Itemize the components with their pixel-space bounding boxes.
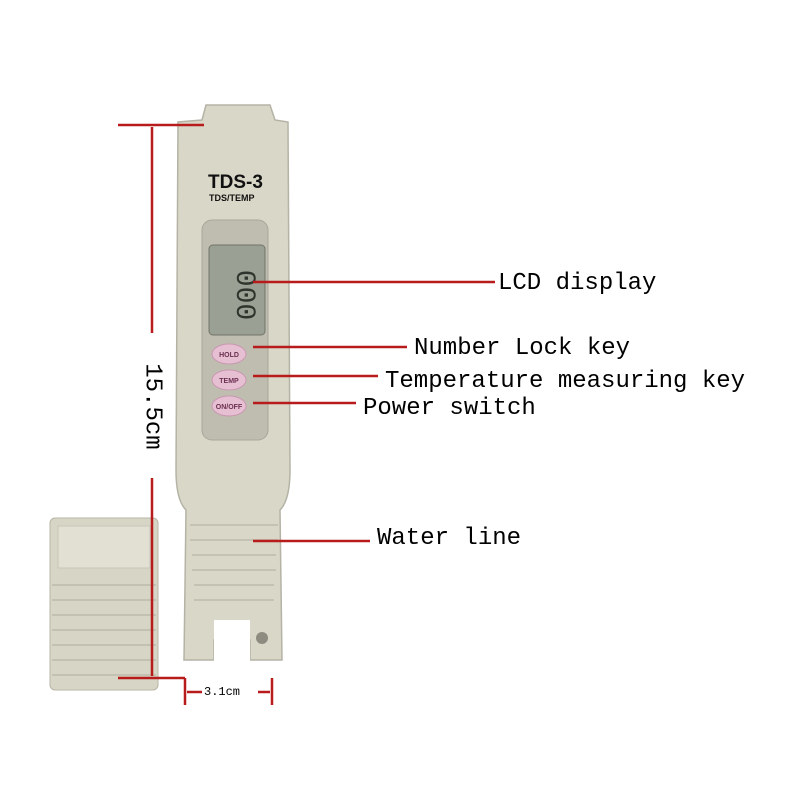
leader-lines <box>118 123 495 705</box>
width-dimension-label: 3.1cm <box>204 685 241 699</box>
model-name: TDS-3 <box>208 172 263 193</box>
power-button[interactable]: ON/OFF <box>211 395 247 417</box>
temp-button[interactable]: TEMP <box>211 369 247 391</box>
mode-name: TDS/TEMP <box>209 193 255 203</box>
lcd-reading: 000 <box>228 270 259 320</box>
lcd-screen: 000 <box>208 244 266 336</box>
power-button-label: ON/OFF <box>216 404 243 411</box>
height-dimension-label: 15.5cm <box>138 363 166 450</box>
water-line-label: Water line <box>377 525 522 552</box>
hold-button-label: HOLD <box>219 352 239 359</box>
cap <box>49 517 159 691</box>
lcd-display-label: LCD display <box>498 270 657 297</box>
power-switch-label: Power switch <box>363 395 536 422</box>
temperature-key-label: Temperature measuring key <box>385 368 746 395</box>
temp-button-label: TEMP <box>219 378 239 385</box>
hold-button[interactable]: HOLD <box>211 343 247 365</box>
number-lock-key-label: Number Lock key <box>414 335 631 362</box>
